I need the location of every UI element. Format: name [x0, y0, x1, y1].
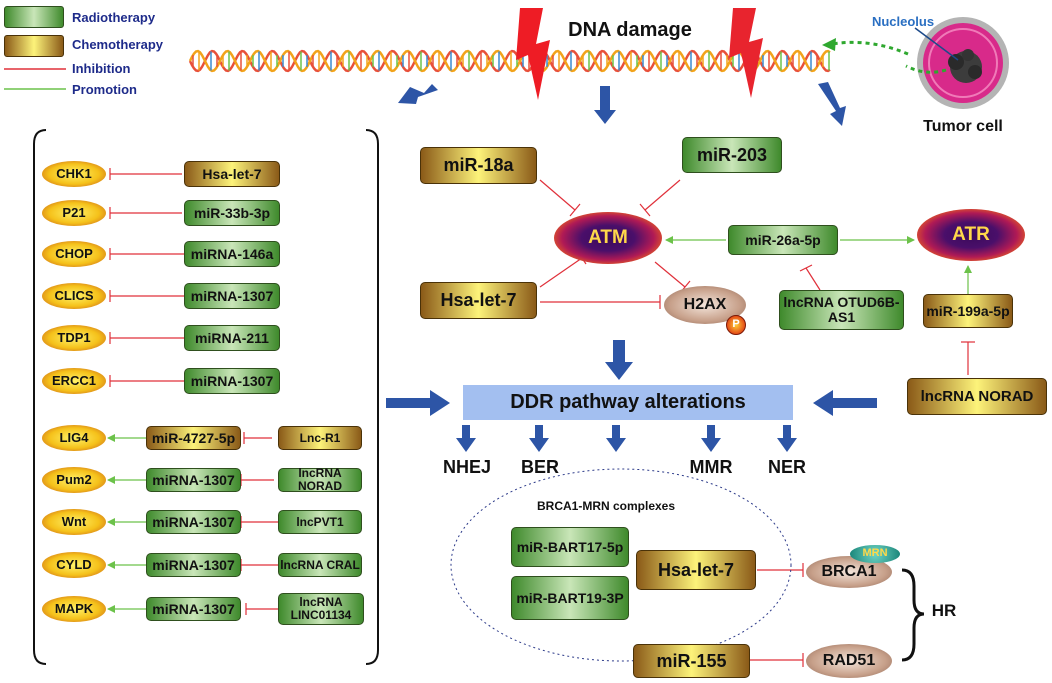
target-10: MAPK — [42, 596, 106, 622]
lncrna-otud6b-box: lncRNA OTUD6B-AS1 — [779, 290, 904, 330]
lncrna-norad-box: lncRNA NORAD — [907, 378, 1047, 415]
arrow-icon — [456, 425, 476, 452]
mir-18a-box: miR-18a — [420, 147, 537, 184]
lightning-bolt-icon — [729, 8, 763, 98]
lncrna-9: lncRNA CRAL — [278, 553, 362, 577]
center-promotion-lines — [665, 236, 972, 294]
arrow-icon — [386, 390, 450, 416]
arrow-icon — [529, 425, 549, 452]
legend-radiotherapy-label: Radiotherapy — [72, 10, 156, 25]
brca1-mrn-title: BRCA1-MRN complexes — [536, 498, 676, 513]
atm-node: ATM — [554, 212, 662, 264]
center-inhibition-lines — [539, 179, 975, 667]
left-promotion-lines — [107, 434, 146, 613]
target-2: CHOP — [42, 241, 106, 267]
right-bracket — [365, 129, 379, 665]
legend-chemotherapy-swatch — [4, 35, 64, 57]
legend-promotion-label: Promotion — [72, 82, 137, 97]
dna-damage-title: DNA damage — [568, 18, 692, 41]
lncrna-10: lncRNA LINC01134 — [278, 593, 364, 625]
mir-bart17-box: miR-BART17-5p — [511, 527, 629, 567]
target-0: CHK1 — [42, 161, 106, 187]
mir-199a-box: miR-199a-5p — [923, 294, 1013, 328]
pathway-ner: NER — [767, 456, 806, 477]
blue-arrows — [386, 82, 877, 452]
hsa-let-7-center-box: Hsa-let-7 — [420, 282, 537, 319]
hr-bracket — [901, 568, 925, 662]
target-9: CYLD — [42, 552, 106, 578]
legend-inhibition-label: Inhibition — [72, 61, 131, 76]
regulator-4: miRNA-211 — [184, 325, 280, 351]
brca1-mrn-ellipse — [450, 468, 792, 662]
arrow-icon — [777, 425, 797, 452]
regulator-1: miR-33b-3p — [184, 200, 280, 226]
mir-203-box: miR-203 — [682, 137, 782, 173]
legend-radiotherapy-swatch — [4, 6, 64, 28]
rad51-node: RAD51 — [806, 644, 892, 678]
left-bracket — [33, 129, 47, 665]
target-3: CLICS — [42, 283, 106, 309]
arrow-icon — [701, 425, 721, 452]
mir-26a-box: miR-26a-5p — [728, 225, 838, 255]
target-6: LIG4 — [42, 425, 106, 451]
arrow-icon — [594, 86, 616, 124]
regulator-10: miRNA-1307 — [146, 597, 241, 621]
target-8: Wnt — [42, 509, 106, 535]
target-1: P21 — [42, 200, 106, 226]
nucleolus-label: Nucleolus — [871, 14, 935, 30]
regulator-3: miRNA-1307 — [184, 283, 280, 309]
left-inhibition-lines — [109, 168, 278, 615]
hr-label: HR — [931, 601, 957, 621]
regulator-8: miRNA-1307 — [146, 510, 241, 534]
mir-bart19-box: miR-BART19-3P — [511, 576, 629, 620]
regulator-0: Hsa-let-7 — [184, 161, 280, 187]
atr-node: ATR — [917, 209, 1025, 261]
target-5: ERCC1 — [42, 368, 106, 394]
lightning-bolt-icon — [516, 8, 550, 100]
regulator-5: miRNA-1307 — [184, 368, 280, 394]
regulator-7: miRNA-1307 — [146, 468, 241, 492]
mrn-badge: MRN — [850, 545, 900, 563]
phospho-badge: P — [726, 315, 746, 335]
hsa-let-7-bottom-box: Hsa-let-7 — [636, 550, 756, 590]
pathway-mmr: MMR — [689, 456, 733, 477]
regulator-2: miRNA-146a — [184, 241, 280, 267]
legend-line-swatches — [4, 68, 66, 90]
regulator-9: miRNA-1307 — [146, 553, 241, 577]
mir-155-box: miR-155 — [633, 644, 750, 678]
arrow-icon — [818, 82, 846, 126]
lncrna-7: lncRNA NORAD — [278, 467, 362, 492]
regulator-6: miR-4727-5p — [146, 426, 241, 450]
dna-helix — [188, 49, 831, 73]
arrow-icon — [606, 425, 626, 452]
lncrna-8: lncPVT1 — [278, 510, 362, 534]
target-7: Pum2 — [42, 467, 106, 493]
target-4: TDP1 — [42, 325, 106, 351]
lncrna-6: Lnc-R1 — [278, 426, 362, 450]
tumor-cell-label: Tumor cell — [923, 117, 1003, 135]
arrow-icon — [398, 84, 438, 104]
pathway-ber: BER — [520, 456, 559, 477]
tumor-cell-icon — [822, 17, 1009, 109]
legend-chemotherapy-label: Chemotherapy — [72, 37, 164, 52]
ddr-pathway-banner: DDR pathway alterations — [463, 385, 793, 420]
pathway-nhej: NHEJ — [442, 456, 491, 477]
arrow-icon — [605, 340, 633, 380]
arrow-icon — [813, 390, 877, 416]
